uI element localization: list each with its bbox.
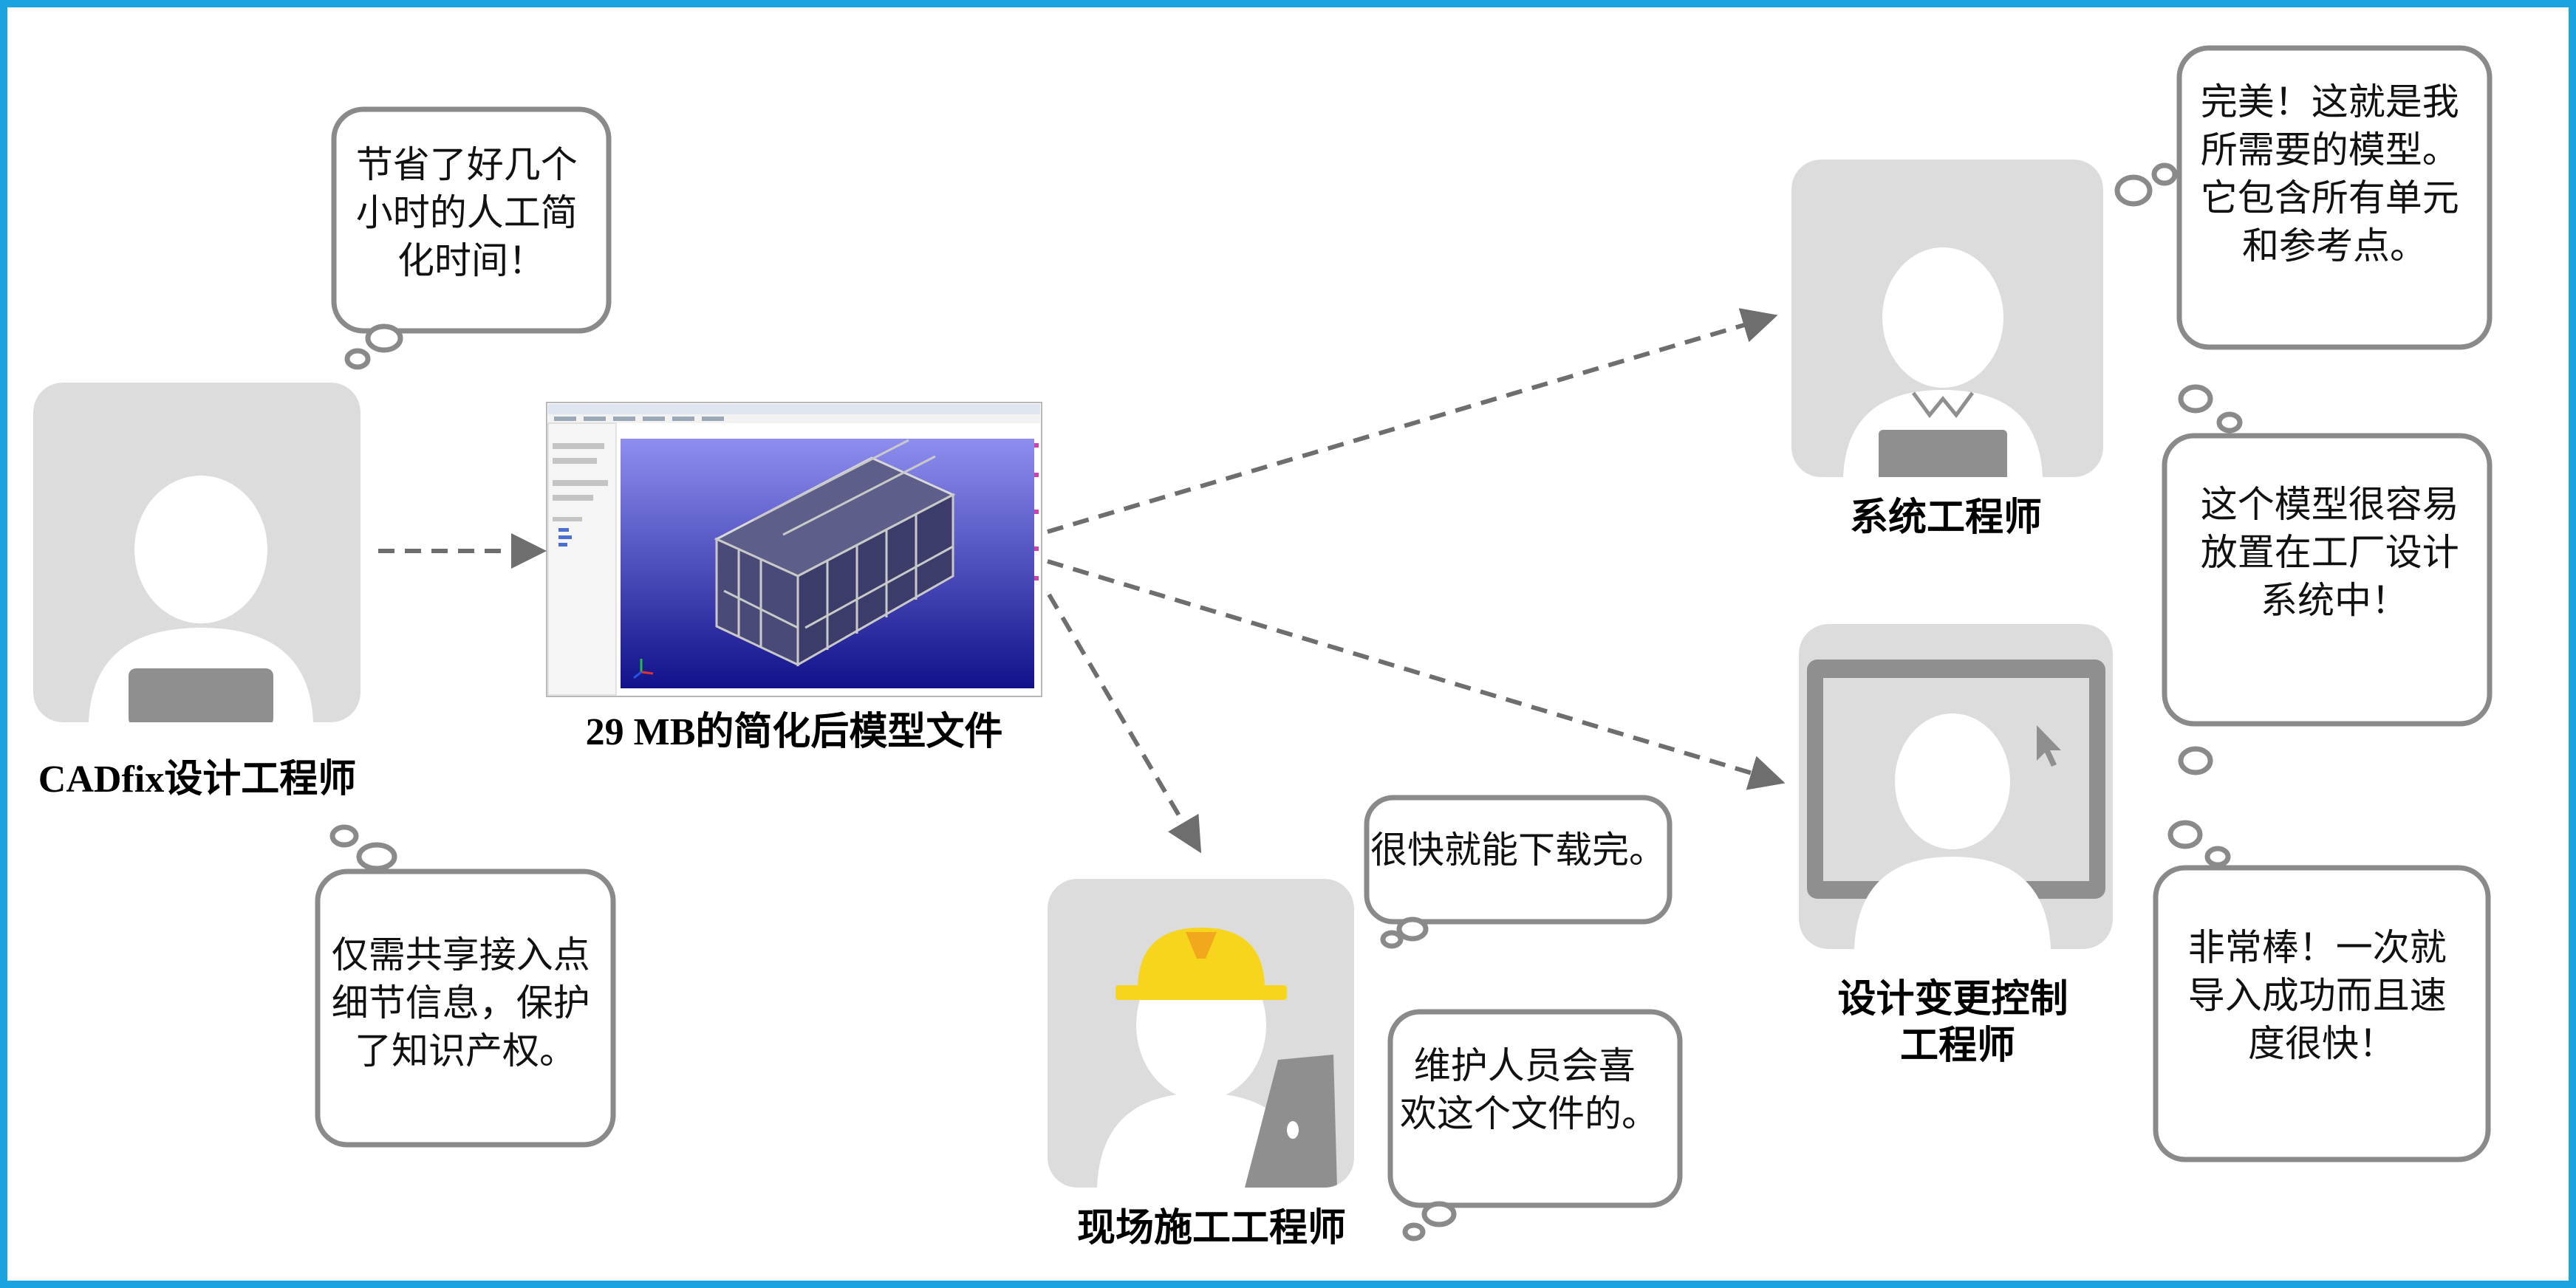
bubble-text-line: 它包含所有单元 [2201,177,2459,219]
bubble-text-line: 导入成功而且速 [2188,975,2447,1016]
bubble-text-line: 完美！这就是我 [2201,81,2459,123]
bubble-text-line: 仅需共享接入点 [332,934,590,976]
speech-bubble-systems: 完美！这就是我 所需要的模型。 它包含所有单元 和参考点。 [2114,45,2493,350]
axis-triad-icon [633,659,654,679]
speech-bubble-maintenance: 维护人员会喜 欢这个文件的。 [1387,1009,1683,1241]
svg-text:这个模型很容易 放置在工厂设计 系统: 这个模型很容易 放置在工厂设计 系统中！ [2201,484,2469,621]
speech-bubble-designer-top: 节省了好几个 小时的人工简 化时间！ [331,106,612,370]
speech-bubble-layout: 这个模型很容易 放置在工厂设计 系统中！ [2162,384,2493,775]
bubble-text-line: 维护人员会喜 [1414,1045,1636,1086]
hard-hat-icon [1116,928,1287,1000]
role-label-site: 现场施工工程师 [1077,1207,1346,1250]
flow-arrows [378,308,1786,854]
mouse-cursor-icon [2037,725,2061,767]
svg-text:仅需共享接入点 细节信息，保护 了知: 仅需共享接入点 细节信息，保护 了知识产权。 [332,934,600,1072]
simplified-model-screenshot [546,402,1042,697]
svg-text:很快就能下载完。: 很快就能下载完。 [1370,829,1666,871]
arrow-model-to-design-change [1047,559,1786,790]
tablet-icon [1245,1055,1337,1188]
role-label-designer: CADfix设计工程师 [38,758,356,801]
role-label-design-change: 设计变更控制 工程师 [1837,978,2077,1067]
bubble-text-line: 放置在工厂设计 [2201,532,2459,573]
speech-bubble-download: 很快就能下载完。 [1364,795,1673,949]
designer-avatar-icon [33,383,361,722]
bubble-text-line: 了知识产权。 [355,1030,576,1072]
bubble-text-line: 化时间！ [397,240,545,281]
bubble-text-line: 度很快！ [2248,1023,2396,1064]
bubble-text-line: 非常棒！一次就 [2188,927,2447,968]
model-file-caption: 29 MB的简化后模型文件 [586,710,1003,753]
svg-text:非常棒！一次就 导入成功而且速 度很: 非常棒！一次就 导入成功而且速 度很快！ [2188,927,2456,1064]
bubble-text-line: 很快就能下载完。 [1370,829,1666,871]
svg-text:节省了好几个 小时的人工简 化时间！: 节省了好几个 小时的人工简 化时间！ [356,144,587,281]
speech-bubble-import: 非常棒！一次就 导入成功而且速 度很快！ [2153,820,2491,1162]
bubble-text-line: 这个模型很容易 [2201,484,2459,525]
bubble-text-line: 和参考点。 [2242,225,2427,267]
role-label-line: 设计变更控制 [1837,978,2068,1021]
design-change-avatar-icon [1799,624,2113,949]
role-label-systems: 系统工程师 [1850,496,2042,539]
svg-text:维护人员会喜 欢这个文件的。: 维护人员会喜 欢这个文件的。 [1400,1045,1658,1134]
bubble-text-line: 小时的人工简 [356,192,578,233]
bubble-text-line: 所需要的模型。 [2201,129,2459,171]
bubble-text-line: 细节信息，保护 [332,982,590,1024]
speech-bubble-designer-bottom: 仅需共享接入点 细节信息，保护 了知识产权。 [315,824,616,1148]
svg-text:完美！这就是我 所需要的模型。 它包: 完美！这就是我 所需要的模型。 它包含所有单元 和参考点。 [2201,81,2469,267]
cad-model-drawing [714,439,956,667]
systems-engineer-avatar-icon [1791,160,2103,477]
bubble-text-line: 欢这个文件的。 [1400,1093,1658,1134]
arrow-model-to-systems [1047,308,1778,534]
site-engineer-avatar-icon [1048,879,1354,1188]
bubble-text-line: 节省了好几个 [356,144,578,185]
bubble-text-line: 系统中！ [2261,580,2408,621]
arrow-model-to-site [1047,593,1202,854]
role-label-line: 工程师 [1900,1024,2015,1067]
